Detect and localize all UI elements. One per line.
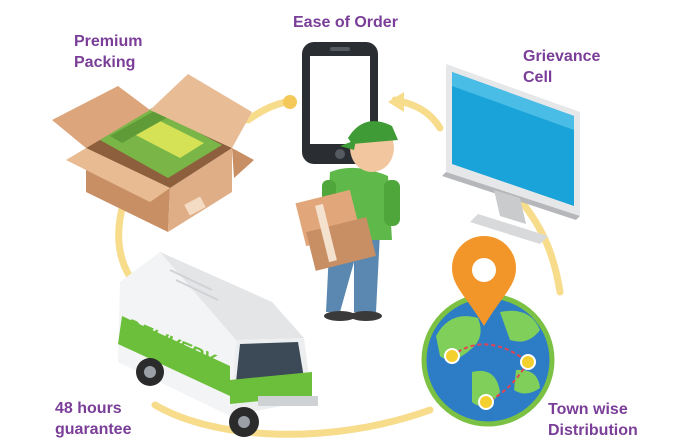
label-town-line1: Town wise [548,401,628,418]
label-town-line2: Distribution [548,422,638,439]
label-grievance-line2: Cell [523,69,553,86]
label-premium-line1: Premium [74,33,143,50]
delivery-person-icon [295,121,400,321]
label-ease-of-order: Ease of Order [293,12,398,33]
label-48-hours-guarantee: 48 hours guarantee [55,398,131,440]
open-box-icon [52,74,254,232]
label-grievance-cell: Grievance Cell [523,46,600,88]
cycle-dot [283,95,297,109]
label-premium-packing: Premium Packing [74,31,142,73]
computer-monitor-icon [442,64,580,244]
label-grievance-line1: Grievance [523,48,601,65]
globe-map-icon [421,236,555,427]
label-48-hours-line1: 48 hours [55,400,122,417]
label-premium-line2: Packing [74,54,136,71]
delivery-van-icon: DELIVERY [118,252,318,437]
label-ease-of-order-text: Ease of Order [293,14,398,31]
label-48-hours-line2: guarantee [55,421,132,438]
label-town-wise-distribution: Town wise Distribution [548,399,638,441]
arrow-head-icon [388,92,404,112]
